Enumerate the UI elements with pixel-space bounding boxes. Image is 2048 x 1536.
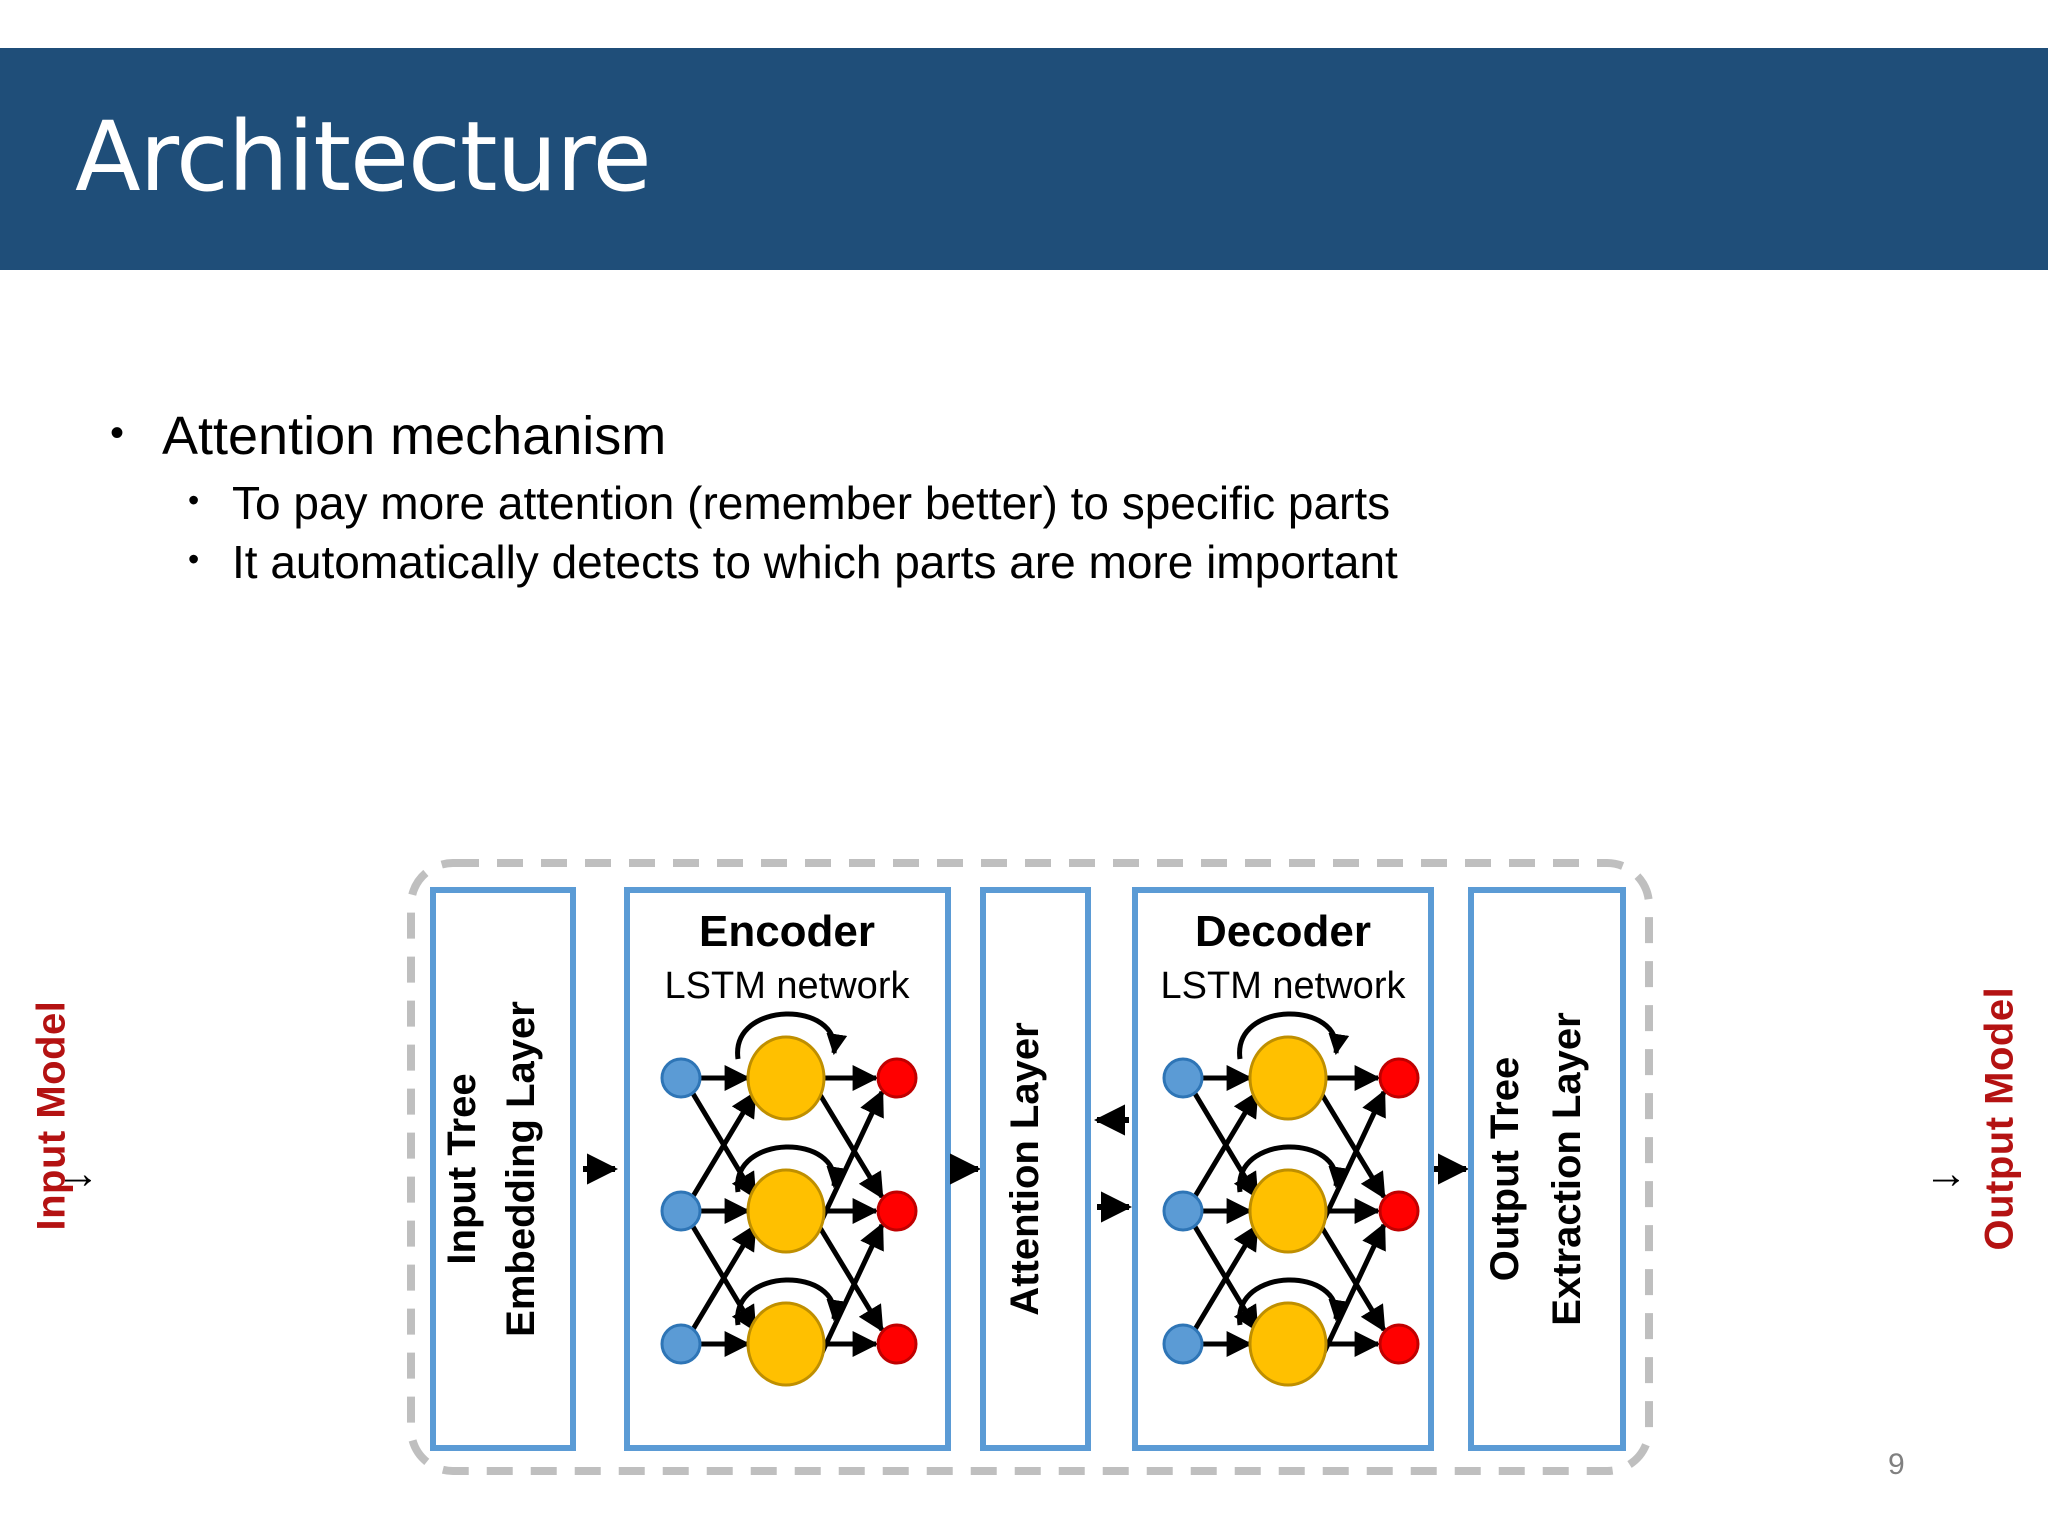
input-node	[1162, 1323, 1204, 1365]
box-label-line2: Embedding Layer	[499, 1001, 543, 1337]
page-title: Architecture	[75, 101, 652, 214]
output-model-label: Output Model	[1977, 986, 2022, 1251]
attention-layer-label: Attention Layer	[1003, 1022, 1047, 1315]
edge	[1191, 1090, 1260, 1200]
bullet-level2: • It automatically detects to which part…	[188, 534, 1510, 591]
body-content: • Attention mechanism • To pay more atte…	[110, 405, 1510, 593]
hidden-node	[1248, 1035, 1328, 1121]
bullet-level1: • Attention mechanism	[110, 405, 1510, 469]
edge	[816, 1089, 885, 1228]
encoder-subtitle: LSTM network	[665, 965, 911, 1007]
decoder-title: Decoder	[1195, 907, 1371, 956]
hidden-node	[746, 1301, 826, 1387]
bullet-level2: • To pay more attention (remember better…	[188, 475, 1510, 532]
box-encoder: Encoder LSTM network	[624, 887, 951, 1451]
box-input-tree-embedding-layer: Input Tree Embedding Layer	[430, 887, 576, 1451]
edge	[1318, 1224, 1387, 1333]
box-attention-layer: Attention Layer	[980, 887, 1091, 1451]
self-loop-arc	[1237, 1011, 1350, 1060]
input-node	[1162, 1190, 1204, 1232]
input-arrow-icon: →	[56, 1149, 100, 1198]
decoder-lstm-network	[1162, 1011, 1420, 1387]
bullet-marker-icon: •	[110, 411, 125, 455]
edge	[816, 1224, 885, 1333]
input-node	[660, 1323, 702, 1365]
bullet-marker-icon: •	[188, 540, 200, 577]
page-number: 9	[1888, 1448, 1905, 1481]
edge	[816, 1091, 885, 1200]
edge	[1191, 1223, 1260, 1333]
box-label-line1: Output Tree	[1483, 1057, 1527, 1281]
box-label-line2: Extraction Layer	[1545, 1012, 1589, 1325]
box-label-line1: Input Tree	[440, 1073, 484, 1264]
hidden-node	[1248, 1301, 1328, 1387]
edge	[1318, 1091, 1387, 1200]
box-output-tree-extraction-layer: Output Tree Extraction Layer	[1468, 887, 1626, 1451]
output-node	[876, 1190, 918, 1232]
edge	[1318, 1222, 1387, 1361]
bullet-text: To pay more attention (remember better) …	[232, 476, 1391, 529]
output-node	[876, 1057, 918, 1099]
architecture-diagram: Input Tree Embedding Layer Encoder LSTM …	[400, 852, 1660, 1482]
output-node	[1378, 1057, 1420, 1099]
hidden-node	[1248, 1168, 1328, 1254]
edge	[689, 1223, 758, 1333]
output-node	[1378, 1190, 1420, 1232]
decoder-subtitle: LSTM network	[1161, 965, 1407, 1007]
self-loop-arc	[735, 1011, 848, 1060]
box-decoder: Decoder LSTM network	[1132, 887, 1434, 1451]
input-node	[660, 1057, 702, 1099]
output-node	[1378, 1323, 1420, 1365]
output-arrow-icon: →	[1924, 1149, 1968, 1198]
bullet-text: Attention mechanism	[162, 406, 667, 466]
edge	[1318, 1089, 1387, 1228]
bullet-marker-icon: •	[188, 481, 200, 518]
edge	[689, 1090, 758, 1200]
hidden-node	[746, 1168, 826, 1254]
edge	[816, 1222, 885, 1361]
encoder-title: Encoder	[699, 907, 875, 956]
hidden-node	[746, 1035, 826, 1121]
title-banner: Architecture	[0, 48, 2048, 270]
input-node	[660, 1190, 702, 1232]
output-node	[876, 1323, 918, 1365]
input-node	[1162, 1057, 1204, 1099]
encoder-lstm-network	[660, 1011, 918, 1387]
bullet-text: It automatically detects to which parts …	[232, 535, 1398, 588]
diagram-outer-container	[407, 859, 1653, 1475]
